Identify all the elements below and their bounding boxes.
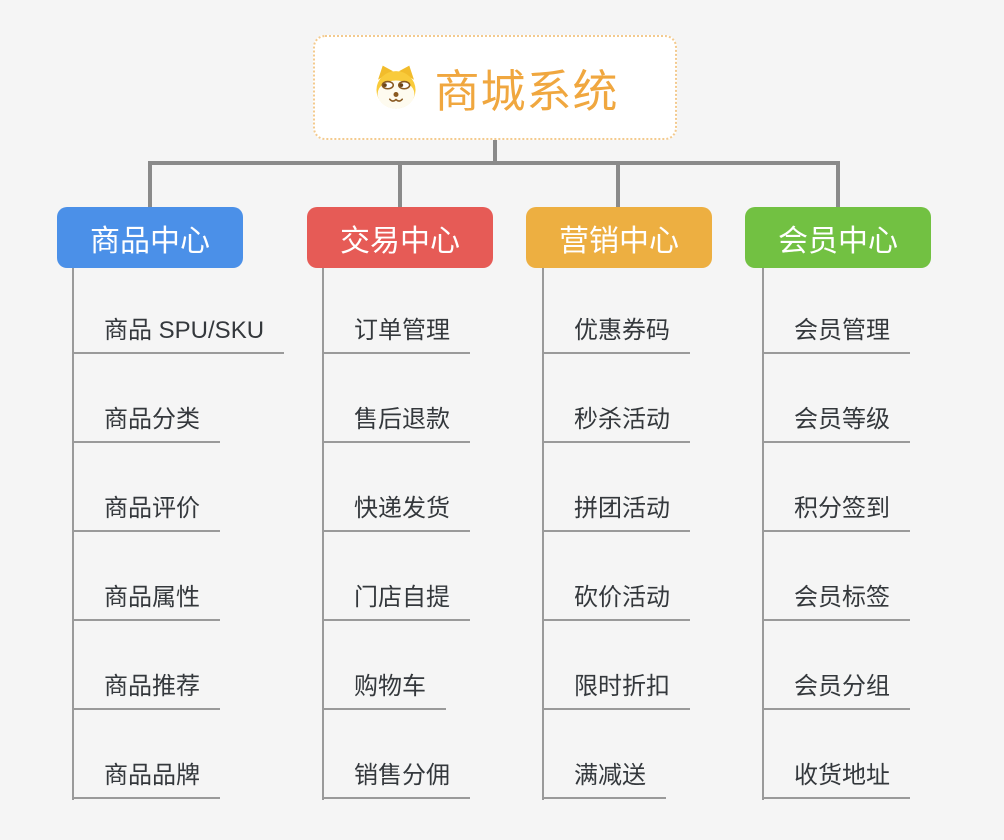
root-node-label: 商城系统 — [434, 66, 619, 117]
child-node-3-2[interactable]: 积分签到 — [762, 494, 910, 532]
doge-icon — [376, 65, 417, 109]
child-node-2-3[interactable]: 砍价活动 — [542, 583, 690, 621]
child-node-label: 商品推荐 — [72, 672, 220, 710]
child-node-label: 收货地址 — [762, 761, 910, 799]
child-node-3-4[interactable]: 会员分组 — [762, 672, 910, 710]
connector-spine-3 — [762, 268, 764, 800]
child-node-3-3[interactable]: 会员标签 — [762, 583, 910, 621]
child-node-1-1[interactable]: 售后退款 — [322, 405, 470, 443]
child-node-0-1[interactable]: 商品分类 — [72, 405, 220, 443]
connector-drop-2 — [616, 161, 620, 207]
child-node-label: 限时折扣 — [542, 672, 690, 710]
root-node[interactable]: 商城系统 — [313, 35, 677, 140]
child-node-0-4[interactable]: 商品推荐 — [72, 672, 220, 710]
child-node-label: 秒杀活动 — [542, 405, 690, 443]
branch-node-label: 会员中心 — [778, 224, 898, 258]
child-node-label: 商品评价 — [72, 494, 220, 532]
child-node-3-5[interactable]: 收货地址 — [762, 761, 910, 799]
child-node-3-0[interactable]: 会员管理 — [762, 316, 910, 354]
branch-node-label: 营销中心 — [559, 224, 679, 258]
connector-spine-1 — [322, 268, 324, 800]
branch-node-member-center[interactable]: 会员中心 — [745, 207, 931, 268]
branch-node-product-center[interactable]: 商品中心 — [57, 207, 243, 268]
branch-node-trade-center[interactable]: 交易中心 — [307, 207, 493, 268]
child-node-1-2[interactable]: 快递发货 — [322, 494, 470, 532]
connector-drop-0 — [148, 161, 152, 207]
child-node-1-3[interactable]: 门店自提 — [322, 583, 470, 621]
child-node-label: 售后退款 — [322, 405, 470, 443]
child-node-label: 满减送 — [542, 761, 666, 799]
child-node-1-5[interactable]: 销售分佣 — [322, 761, 470, 799]
connector-spine-2 — [542, 268, 544, 800]
child-node-label: 销售分佣 — [322, 761, 470, 799]
child-node-0-2[interactable]: 商品评价 — [72, 494, 220, 532]
child-node-label: 商品品牌 — [72, 761, 220, 799]
child-node-label: 购物车 — [322, 672, 446, 710]
connector-drop-1 — [398, 161, 402, 207]
child-node-2-1[interactable]: 秒杀活动 — [542, 405, 690, 443]
branch-node-marketing-center[interactable]: 营销中心 — [526, 207, 712, 268]
connector-root-stub — [493, 138, 497, 165]
child-node-0-0[interactable]: 商品 SPU/SKU — [72, 316, 285, 354]
child-node-1-4[interactable]: 购物车 — [322, 672, 446, 710]
connector-drop-3 — [836, 161, 840, 207]
child-node-label: 拼团活动 — [542, 494, 690, 532]
child-node-label: 优惠券码 — [542, 316, 690, 354]
child-node-label: 商品分类 — [72, 405, 220, 443]
child-node-2-4[interactable]: 限时折扣 — [542, 672, 690, 710]
child-node-3-1[interactable]: 会员等级 — [762, 405, 910, 443]
branch-node-label: 交易中心 — [340, 224, 460, 258]
child-node-2-5[interactable]: 满减送 — [542, 761, 666, 799]
child-node-0-5[interactable]: 商品品牌 — [72, 761, 220, 799]
child-node-1-0[interactable]: 订单管理 — [322, 316, 470, 354]
child-node-label: 砍价活动 — [542, 583, 690, 621]
child-node-label: 订单管理 — [322, 316, 470, 354]
child-node-2-0[interactable]: 优惠券码 — [542, 316, 690, 354]
child-node-label: 积分签到 — [762, 494, 910, 532]
connector-rail — [148, 161, 840, 165]
branch-node-label: 商品中心 — [90, 224, 210, 258]
child-node-label: 会员标签 — [762, 583, 910, 621]
child-node-label: 门店自提 — [322, 583, 470, 621]
child-node-label: 会员等级 — [762, 405, 910, 443]
child-node-label: 会员管理 — [762, 316, 910, 354]
child-node-2-2[interactable]: 拼团活动 — [542, 494, 690, 532]
child-node-label: 快递发货 — [322, 494, 470, 532]
child-node-label: 会员分组 — [762, 672, 910, 710]
child-node-label: 商品 SPU/SKU — [72, 316, 285, 354]
connector-spine-0 — [72, 268, 74, 800]
child-node-0-3[interactable]: 商品属性 — [72, 583, 220, 621]
child-node-label: 商品属性 — [72, 583, 220, 621]
